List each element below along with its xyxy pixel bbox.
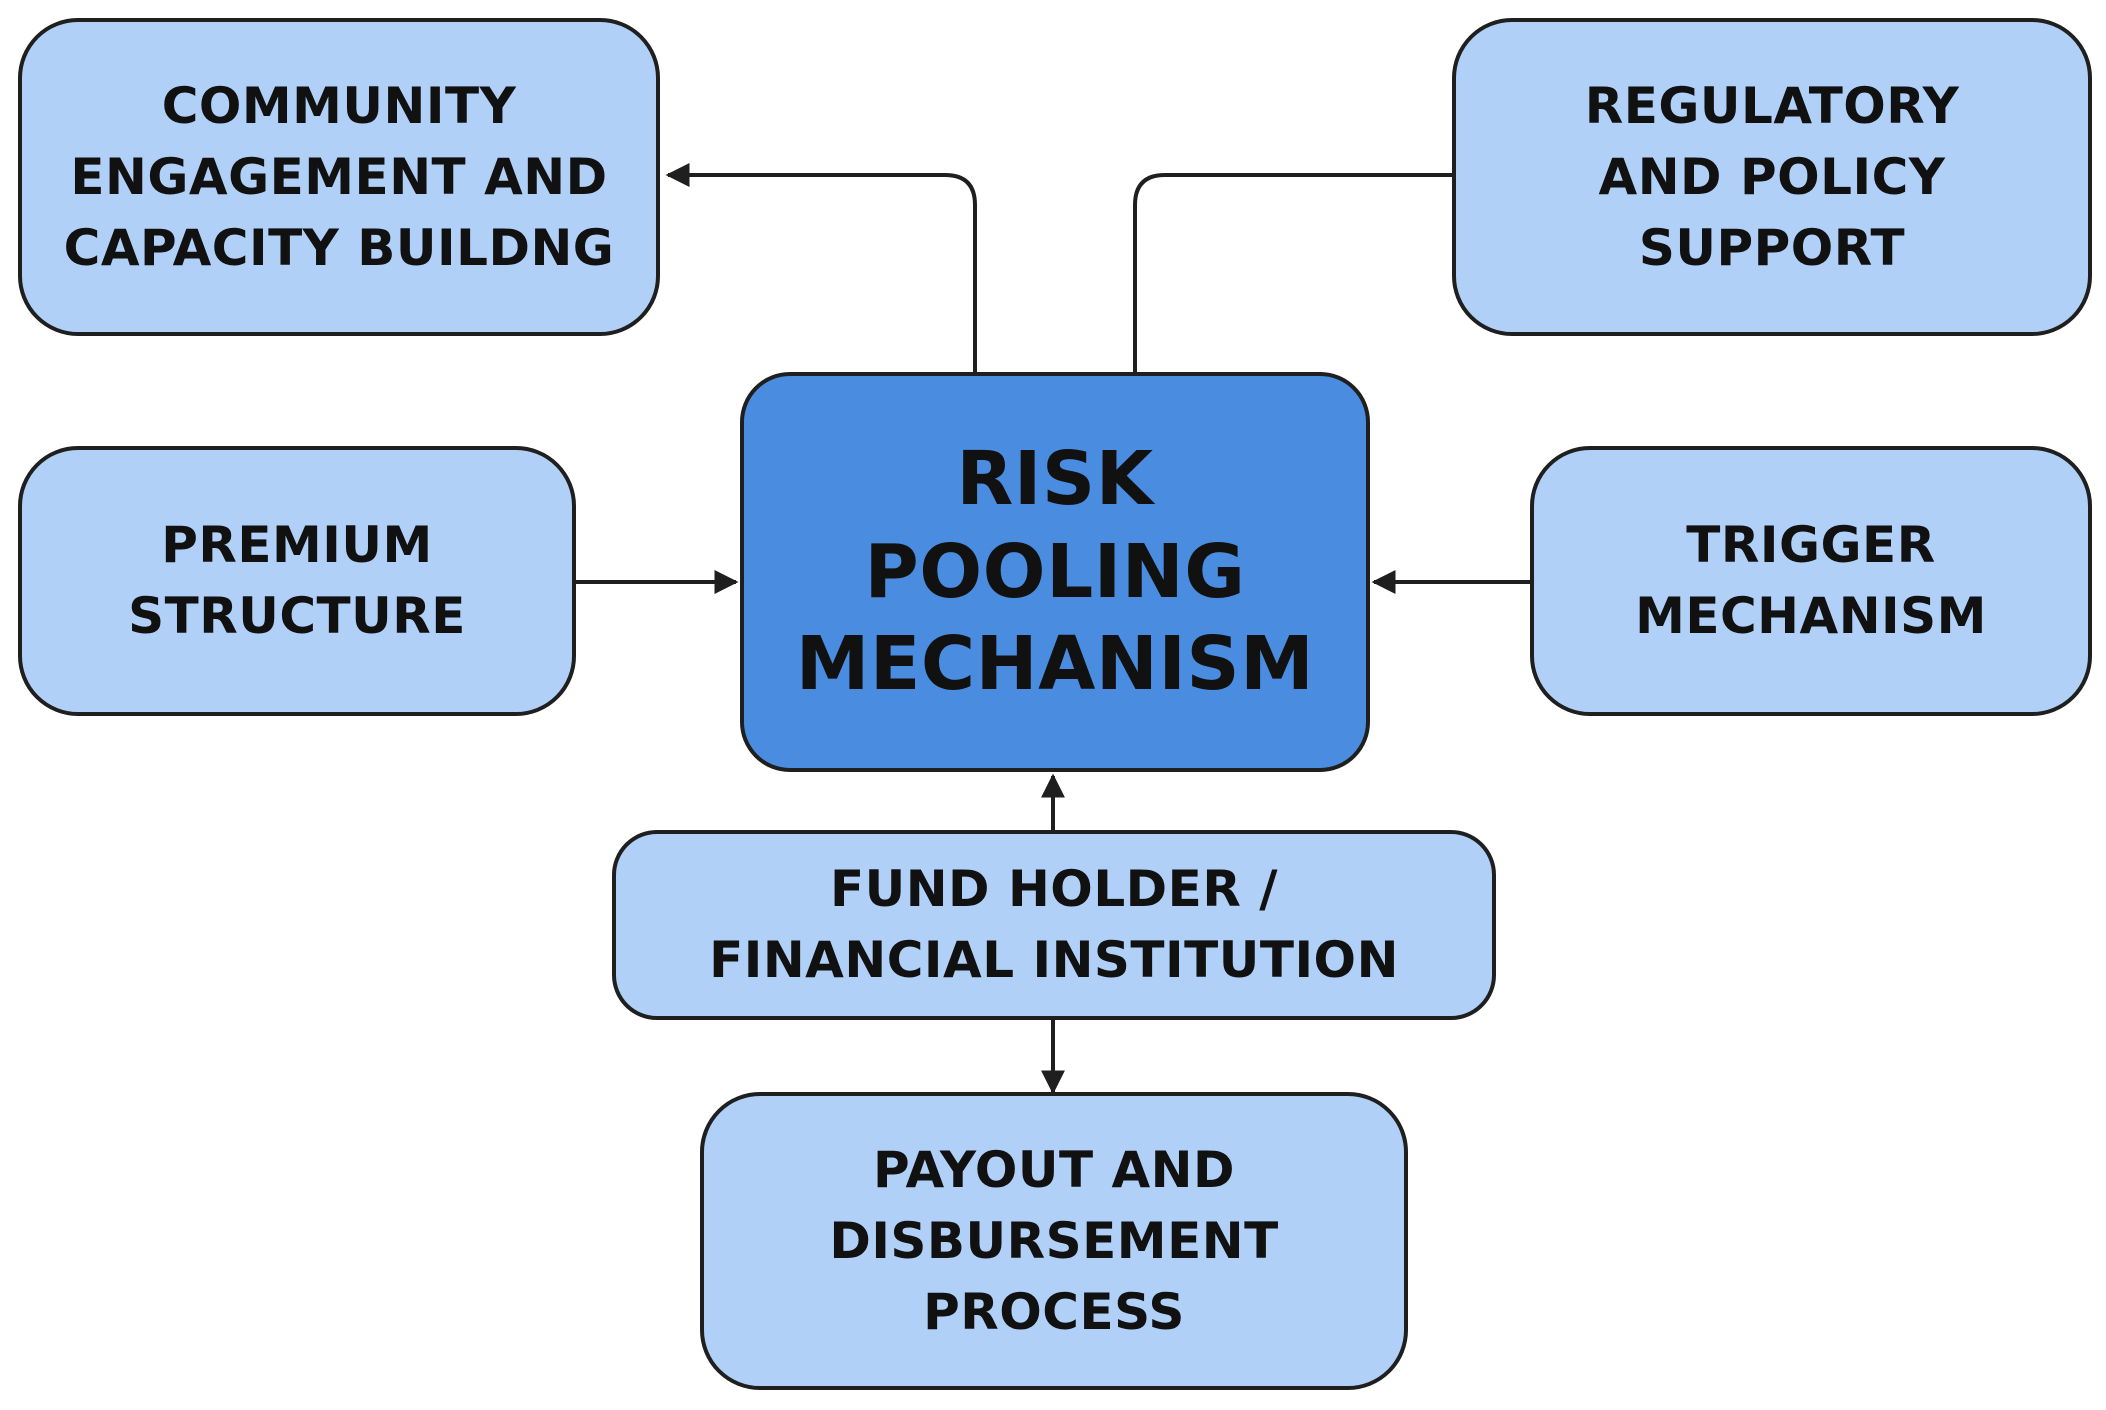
trigger-mechanism-label: TRIGGER MECHANISM xyxy=(1635,516,1987,645)
premium-structure-label: PREMIUM STRUCTURE xyxy=(128,516,466,645)
fund-holder-box: FUND HOLDER / FINANCIAL INSTITUTION xyxy=(612,830,1496,1020)
payout-process-label: PAYOUT AND DISBURSEMENT PROCESS xyxy=(829,1140,1279,1341)
payout-process-box: PAYOUT AND DISBURSEMENT PROCESS xyxy=(700,1092,1408,1390)
community-engagement-label: COMMUNITY ENGAGEMENT AND CAPACITY BUILDN… xyxy=(63,76,615,277)
arrow-center-to-community xyxy=(665,163,977,372)
premium-structure-box: PREMIUM STRUCTURE xyxy=(18,446,576,716)
community-engagement-box: COMMUNITY ENGAGEMENT AND CAPACITY BUILDN… xyxy=(18,18,660,336)
regulatory-support-label: REGULATORY AND POLICY SUPPORT xyxy=(1584,76,1960,277)
connector-regulatory-to-center xyxy=(1133,173,1452,372)
regulatory-support-box: REGULATORY AND POLICY SUPPORT xyxy=(1452,18,2092,336)
risk-pooling-mechanism-label: RISK POOLING MECHANISM xyxy=(795,436,1315,708)
risk-pooling-mechanism-box: RISK POOLING MECHANISM xyxy=(740,372,1370,772)
trigger-mechanism-box: TRIGGER MECHANISM xyxy=(1530,446,2092,716)
fund-holder-label: FUND HOLDER / FINANCIAL INSTITUTION xyxy=(709,860,1399,989)
